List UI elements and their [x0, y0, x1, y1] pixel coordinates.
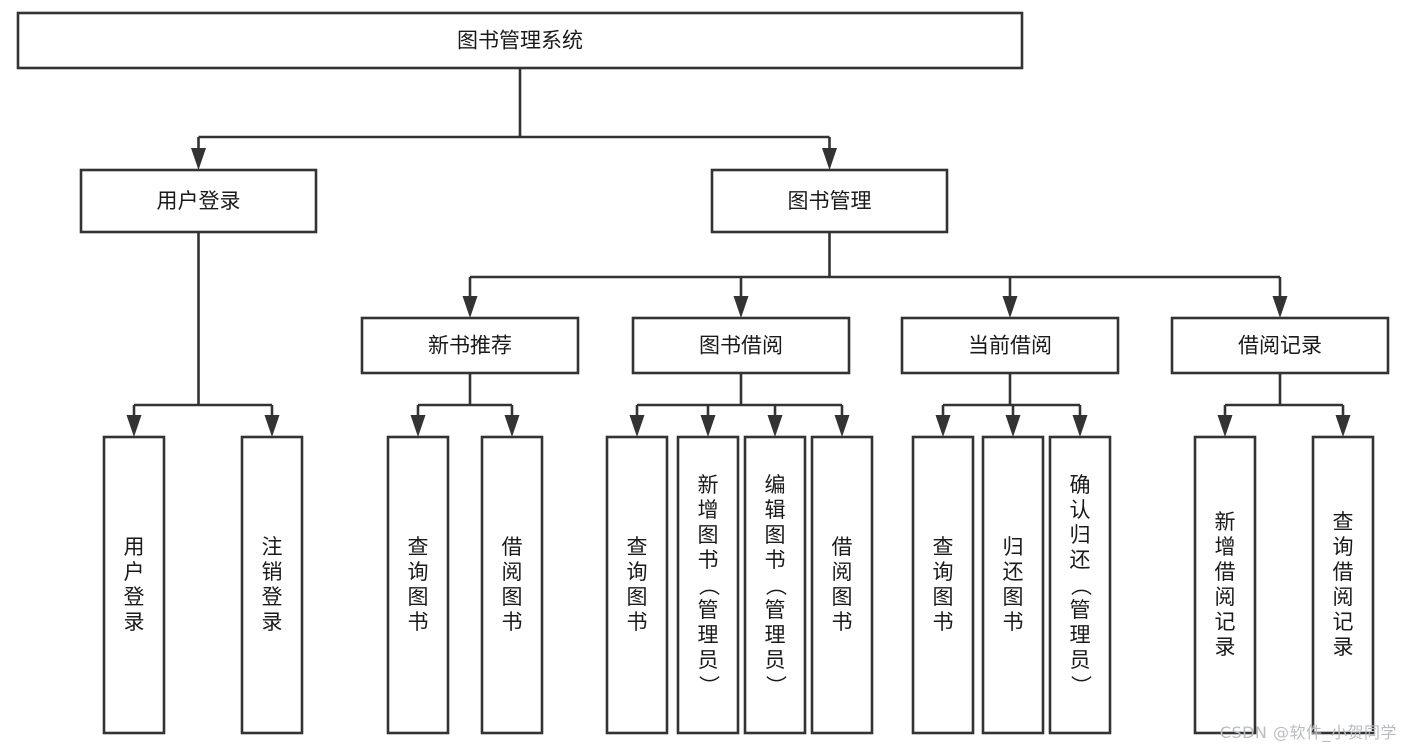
node-box-leaf-borrow-book[interactable]: [810, 435, 874, 735]
arrow-head-icon: [629, 415, 645, 437]
node-box-leaf-borrow-book-rec[interactable]: [480, 435, 544, 735]
node-box-new-book-rec[interactable]: [360, 316, 580, 375]
connector-layer: [126, 68, 1351, 437]
node-box-leaf-confirm-return[interactable]: [1048, 435, 1112, 735]
csdn-watermark: CSDN @软件_小贺同学: [1219, 723, 1397, 742]
arrow-head-icon: [733, 296, 749, 318]
node-label-new-book-rec: 新书推荐: [428, 334, 512, 358]
node-label-book-manage: 图书管理: [788, 189, 872, 213]
arrow-head-icon: [1005, 415, 1021, 437]
arrow-head-icon: [1002, 296, 1018, 318]
node-box-leaf-user-logout[interactable]: [240, 435, 304, 735]
arrow-head-icon: [264, 415, 280, 437]
node-box-leaf-query-record[interactable]: [1311, 435, 1375, 735]
node-label-user-login: 用户登录: [157, 189, 241, 213]
arrow-head-icon: [1335, 415, 1351, 437]
node-box-leaf-query-book-borrow[interactable]: [605, 435, 669, 735]
node-label-book-borrow: 图书借阅: [699, 334, 783, 358]
node-box-user-login[interactable]: [79, 168, 318, 234]
arrow-head-icon: [410, 415, 426, 437]
node-box-book-manage[interactable]: [710, 168, 949, 234]
node-box-leaf-return-book[interactable]: [981, 435, 1045, 735]
node-box-root[interactable]: [16, 11, 1024, 70]
arrow-head-icon: [700, 415, 716, 437]
node-box-current-borrow[interactable]: [900, 316, 1120, 375]
arrow-head-icon: [126, 415, 142, 437]
connector-conn-book-borrow: [629, 373, 850, 437]
arrow-head-icon: [191, 148, 206, 170]
node-box-leaf-query-book-cur[interactable]: [911, 435, 975, 735]
node-box-leaf-add-record[interactable]: [1193, 435, 1257, 735]
arrow-head-icon: [1272, 296, 1288, 318]
connector-conn-new-book-rec: [410, 373, 520, 437]
node-box-book-borrow[interactable]: [631, 316, 851, 375]
node-box-leaf-user-login[interactable]: [102, 435, 166, 735]
arrow-head-icon: [462, 296, 478, 318]
arrow-head-icon: [504, 415, 520, 437]
node-box-layer: [16, 11, 1390, 735]
connector-conn-current-borrow: [935, 373, 1088, 437]
connector-conn-borrow-record: [1217, 373, 1351, 437]
node-label-root: 图书管理系统: [457, 29, 583, 53]
arrow-head-icon: [935, 415, 951, 437]
node-box-leaf-add-book[interactable]: [676, 435, 740, 735]
arrow-head-icon: [767, 415, 783, 437]
arrow-head-icon: [834, 415, 850, 437]
node-label-borrow-record: 借阅记录: [1238, 334, 1322, 358]
arrow-head-icon: [1217, 415, 1233, 437]
node-box-borrow-record[interactable]: [1170, 316, 1390, 375]
connector-conn-root: [191, 68, 837, 170]
connector-conn-book-manage: [462, 232, 1288, 318]
node-box-leaf-query-book-rec[interactable]: [386, 435, 450, 735]
arrow-head-icon: [822, 148, 837, 170]
arrow-head-icon: [1072, 415, 1088, 437]
connector-conn-user-login: [126, 232, 280, 437]
node-label-current-borrow: 当前借阅: [968, 334, 1052, 358]
node-box-leaf-edit-book[interactable]: [743, 435, 807, 735]
